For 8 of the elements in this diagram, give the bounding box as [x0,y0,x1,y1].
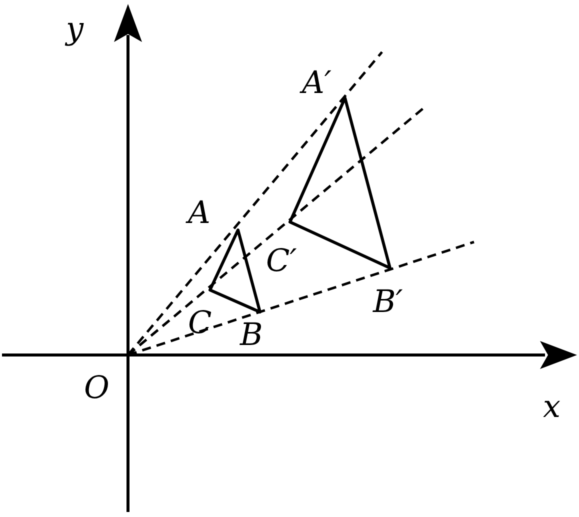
point-label: B′ [373,287,403,318]
axis-label: x [543,392,560,423]
point-label: C′ [266,246,297,277]
point-label: A′ [302,68,332,99]
point-label: A [188,198,210,229]
point-label: B [240,320,263,351]
origin-label: O [84,373,110,404]
axis-label: y [66,14,84,45]
